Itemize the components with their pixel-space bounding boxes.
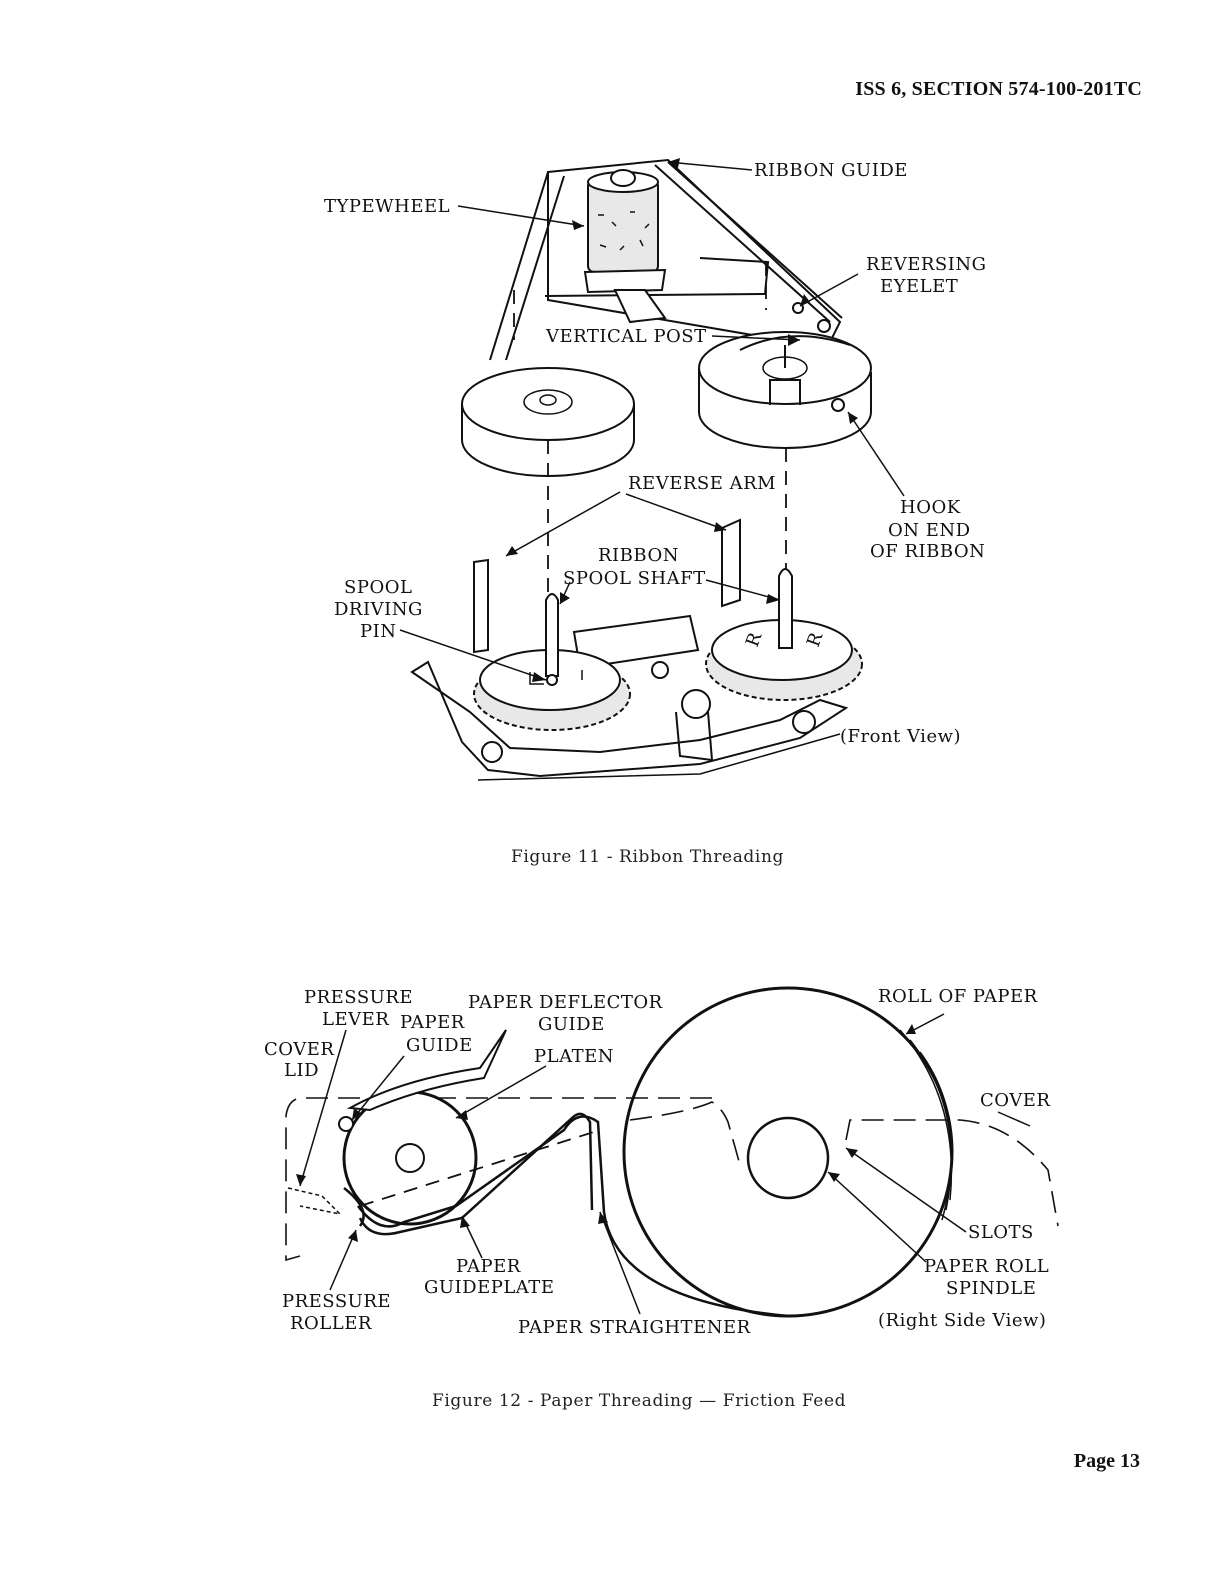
figure-11-ribbon-threading: R R TYPEWHEEL RIBBON GUIDE REVERSING EYE… xyxy=(324,158,986,867)
leader-paper-roll-spindle xyxy=(827,1171,927,1263)
label-ribbon-spool-shaft-2: SPOOL SHAFT xyxy=(563,568,706,589)
leader-pressure-lever xyxy=(299,1029,347,1187)
label-roll-of-paper: ROLL OF PAPER xyxy=(878,986,1038,1007)
label-reverse-arm: REVERSE ARM xyxy=(628,473,776,494)
label-hook-3: OF RIBBON xyxy=(870,541,985,562)
page-number: Page 13 xyxy=(1073,1450,1140,1472)
leader-ribbon-guide xyxy=(667,161,753,171)
leader-paper-guide xyxy=(351,1055,405,1121)
label-front-view: (Front View) xyxy=(840,726,961,747)
label-paper-guideplate-2: GUIDEPLATE xyxy=(424,1277,554,1298)
pressure-line xyxy=(359,1129,601,1207)
leader-slots xyxy=(845,1147,967,1233)
cover-outline xyxy=(629,1101,1059,1227)
spool-drive-mechanism xyxy=(410,518,863,781)
label-pressure-roller-2: ROLLER xyxy=(290,1313,372,1334)
typewheel-assembly xyxy=(489,158,843,361)
label-paper-deflector-2: GUIDE xyxy=(538,1014,605,1035)
label-pressure-lever-1: PRESSURE xyxy=(304,987,413,1008)
label-ribbon-guide: RIBBON GUIDE xyxy=(754,160,908,181)
figure-11-caption: Figure 11 - Ribbon Threading xyxy=(511,847,784,867)
spool-mark-right-1: R xyxy=(742,629,767,649)
figure-12-paper-threading: PRESSURE LEVER PAPER GUIDE PAPER DEFLECT… xyxy=(264,986,1059,1411)
label-paper-guide-2: GUIDE xyxy=(406,1035,473,1056)
paper-path xyxy=(356,1115,789,1318)
figure-12-caption: Figure 12 - Paper Threading — Friction F… xyxy=(432,1391,846,1411)
label-cover-lid-1: COVER xyxy=(264,1039,334,1060)
label-vertical-post: VERTICAL POST xyxy=(545,326,707,347)
label-spool-driving-pin-3: PIN xyxy=(360,621,396,642)
label-paper-deflector-1: PAPER DEFLECTOR xyxy=(468,992,663,1013)
leader-spool-driving-pin xyxy=(399,629,547,681)
platen xyxy=(342,1090,478,1226)
leader-reversing-eyelet xyxy=(799,273,859,307)
label-cover-lid-2: LID xyxy=(284,1060,319,1081)
label-paper-straightener: PAPER STRAIGHTENER xyxy=(518,1317,751,1338)
label-right-side-view: (Right Side View) xyxy=(878,1310,1046,1331)
leader-hook xyxy=(847,411,905,497)
label-paper-guideplate-1: PAPER xyxy=(456,1256,521,1277)
label-hook-1: HOOK xyxy=(900,497,961,518)
leader-pressure-roller xyxy=(329,1229,357,1291)
label-platen: PLATEN xyxy=(534,1046,614,1067)
pressure-lever xyxy=(287,1187,343,1216)
leader-paper-straightener xyxy=(599,1211,641,1315)
leader-reverse-arm xyxy=(505,491,727,557)
paper-deflector-guide xyxy=(346,1029,507,1112)
label-hook-2: ON END xyxy=(888,520,971,541)
pressure-roller xyxy=(343,1187,365,1227)
label-pressure-lever-2: LEVER xyxy=(322,1009,389,1030)
label-reversing-eyelet-1: REVERSING xyxy=(866,254,986,275)
roll-of-paper xyxy=(622,986,954,1318)
label-pressure-roller-1: PRESSURE xyxy=(282,1291,391,1312)
right-ribbon-spool xyxy=(698,331,872,449)
label-cover: COVER xyxy=(980,1090,1050,1111)
spool-mark-right-2: R xyxy=(803,629,828,649)
label-spool-driving-pin-1: SPOOL xyxy=(344,577,412,598)
label-paper-roll-spindle-1: PAPER ROLL xyxy=(924,1256,1049,1277)
label-ribbon-spool-shaft-1: RIBBON xyxy=(598,545,679,566)
label-reversing-eyelet-2: EYELET xyxy=(880,276,958,297)
leader-cover xyxy=(997,1111,1031,1127)
leader-vertical-post xyxy=(711,335,801,341)
cover-lid-outline xyxy=(285,1097,712,1262)
label-paper-guide-1: PAPER xyxy=(400,1012,465,1033)
section-header: ISS 6, SECTION 574-100-201TC xyxy=(855,78,1142,100)
leader-typewheel xyxy=(457,205,585,227)
label-typewheel: TYPEWHEEL xyxy=(324,196,450,217)
left-ribbon-spool xyxy=(461,367,635,477)
label-paper-roll-spindle-2: SPINDLE xyxy=(946,1278,1036,1299)
label-spool-driving-pin-2: DRIVING xyxy=(334,599,423,620)
paper-guide xyxy=(338,1116,354,1132)
leader-platen xyxy=(455,1065,547,1119)
label-slots: SLOTS xyxy=(968,1222,1034,1243)
